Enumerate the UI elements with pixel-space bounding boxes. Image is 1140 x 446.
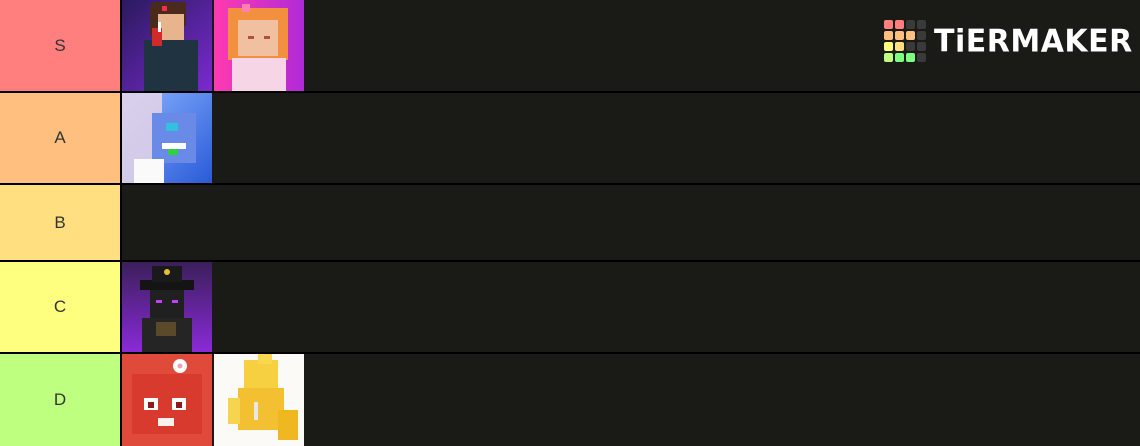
logo-grid-cell <box>906 20 915 29</box>
tier-label-c[interactable]: C <box>0 262 122 352</box>
tier-item-blue-creature[interactable] <box>122 93 212 183</box>
logo-grid-cell <box>906 53 915 62</box>
logo-grid-cell <box>895 31 904 40</box>
tiermaker-logo: TiERMAKER <box>884 20 1132 62</box>
tier-label-a[interactable]: A <box>0 93 122 183</box>
tier-item-dark-witch[interactable] <box>122 262 212 352</box>
logo-grid-cell <box>917 20 926 29</box>
logo-grid-cell <box>906 31 915 40</box>
logo-grid-cell <box>917 42 926 51</box>
logo-grid-cell <box>884 31 893 40</box>
logo-grid-cell <box>884 53 893 62</box>
logo-grid-cell <box>895 53 904 62</box>
tier-label-b[interactable]: B <box>0 185 122 260</box>
tier-label-s[interactable]: S <box>0 0 122 91</box>
tier-label-d[interactable]: D <box>0 354 122 446</box>
logo-grid-cell <box>906 42 915 51</box>
tier-row-d: D <box>0 354 1140 446</box>
tier-row-s: S <box>0 0 1140 91</box>
tier-items-c[interactable] <box>122 262 1140 352</box>
logo-grid-cell <box>917 31 926 40</box>
logo-grid-cell <box>884 42 893 51</box>
logo-text: TiERMAKER <box>934 22 1133 60</box>
logo-grid-cell <box>895 42 904 51</box>
logo-grid-cell <box>917 53 926 62</box>
tier-items-s[interactable] <box>122 0 1140 91</box>
tier-items-d[interactable] <box>122 354 1140 446</box>
logo-grid-cell <box>884 20 893 29</box>
logo-grid-icon <box>884 20 926 62</box>
tier-row-c: C <box>0 262 1140 352</box>
tier-item-girl-drinking[interactable] <box>122 0 212 91</box>
tier-items-a[interactable] <box>122 93 1140 183</box>
logo-grid-cell <box>895 20 904 29</box>
tier-row-b: B <box>0 185 1140 260</box>
tier-item-yellow-golden-figure[interactable] <box>214 354 304 446</box>
tier-item-red-flower-creature[interactable] <box>122 354 212 446</box>
tier-items-b[interactable] <box>122 185 1140 260</box>
tier-row-a: A <box>0 93 1140 183</box>
tier-item-orange-hair-girl[interactable] <box>214 0 304 91</box>
